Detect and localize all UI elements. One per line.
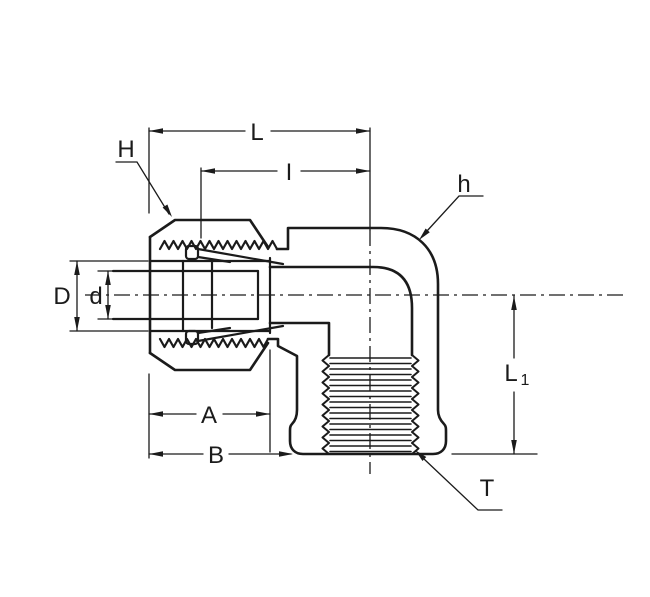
dim-B: B — [148, 442, 293, 469]
dim-label-A: A — [201, 402, 217, 429]
ferrule-top-cone — [196, 247, 285, 266]
ferrule-top — [184, 244, 285, 266]
leader-H: H — [115, 136, 172, 217]
nut-thread-zigzag-bottom — [158, 337, 270, 349]
centerlines — [85, 127, 625, 474]
dim-L-arrow-right — [356, 128, 370, 134]
dim-I-arrow-left — [201, 168, 215, 174]
dim-A: A — [148, 349, 271, 459]
dim-D: D — [53, 260, 80, 332]
leader-h-arrow — [419, 228, 430, 240]
ferrule-bottom-cone — [196, 324, 285, 343]
dim-D-arrow-bottom — [74, 317, 80, 331]
dim-L-arrow-left — [149, 128, 163, 134]
leader-T-line — [423, 458, 503, 511]
nut-outline-top — [148, 218, 270, 249]
dim-A-arrow-left — [149, 411, 163, 417]
ferrule-top-edge — [196, 255, 232, 264]
elbow-body — [266, 226, 448, 456]
dim-label-L1-sub: 1 — [521, 372, 530, 389]
ferrule-top-ring — [184, 244, 200, 261]
dim-label-D: D — [53, 283, 70, 310]
leader-H-line — [115, 161, 170, 215]
leader-T-arrow — [415, 450, 427, 461]
ferrule-bottom-ring — [184, 329, 200, 346]
ferrule-bottom-edge — [196, 326, 232, 335]
dim-I-arrow-right — [356, 168, 370, 174]
dim-A-arrow-right — [256, 411, 270, 417]
leader-h: h — [419, 171, 484, 240]
nut — [148, 218, 285, 372]
leader-T: T — [415, 450, 503, 511]
male-thread-crest-right — [411, 354, 420, 455]
dim-label-I: I — [286, 159, 293, 186]
dim-label-B: B — [208, 442, 224, 469]
dim-label-d: d — [89, 283, 102, 310]
dim-d-extension — [97, 270, 113, 320]
dim-B-arrow-left — [149, 451, 163, 457]
leader-label-H: H — [117, 136, 134, 163]
leader-H-arrow — [162, 204, 172, 217]
dim-L1: L 1 — [451, 295, 538, 455]
nut-outline-bottom — [148, 341, 270, 372]
dim-I: I — [200, 159, 371, 239]
elbow-inner-wall-bottom — [268, 321, 331, 357]
dim-L1-arrow-top — [511, 296, 517, 310]
dim-d-arrow-top — [105, 271, 111, 285]
tube — [111, 269, 260, 321]
leader-h-line — [426, 195, 484, 232]
male-threads — [321, 354, 420, 455]
male-thread-crest-left — [321, 354, 330, 455]
elbow-inner-wall-top — [268, 265, 414, 357]
dim-L: L — [148, 119, 371, 214]
dim-d-arrow-bottom — [105, 305, 111, 319]
dim-L1-arrow-bottom — [511, 440, 517, 454]
nut-thread-zigzag-top — [158, 239, 279, 251]
leader-label-T: T — [480, 475, 495, 502]
dim-D-arrow-top — [74, 261, 80, 275]
body-outline — [266, 226, 448, 456]
male-thread-lines — [329, 357, 412, 453]
dim-label-L: L — [250, 119, 263, 146]
ferrule-bottom — [184, 324, 285, 346]
dim-d: d — [89, 270, 113, 320]
dim-label-L1: L — [504, 360, 517, 387]
leader-label-h: h — [457, 171, 470, 198]
dim-B-arrow-right — [279, 451, 293, 457]
